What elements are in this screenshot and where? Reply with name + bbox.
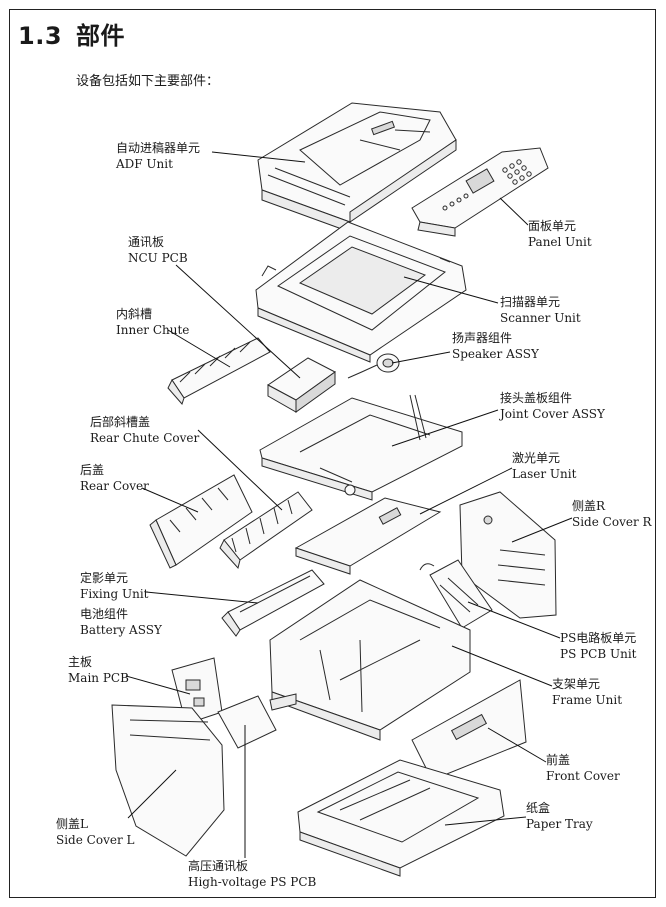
- frame-unit-drawing: [269, 579, 471, 741]
- laser-unit-drawing: [294, 497, 442, 575]
- speaker-drawing: [347, 353, 400, 379]
- ps-pcb-drawing: [419, 559, 493, 629]
- section-heading: 1.3 部件: [18, 16, 125, 51]
- leader-lines: [125, 151, 573, 858]
- fixing-unit-drawing: [221, 569, 325, 637]
- section-title: 部件: [76, 22, 126, 50]
- rear-cover-drawing: [149, 474, 253, 569]
- hv-pcb-drawing: [217, 693, 297, 749]
- ncu-pcb-drawing: [267, 357, 336, 413]
- paper-tray-drawing: [297, 759, 505, 877]
- panel-unit-drawing: [411, 147, 549, 237]
- scanner-unit-drawing: [255, 221, 467, 363]
- intro-text: 设备包括如下主要部件：: [76, 74, 220, 89]
- inner-chute-drawing: [167, 337, 271, 405]
- joint-cover-drawing: [259, 394, 463, 501]
- page-frame: [9, 9, 656, 898]
- rear-chute-cover-drawing: [219, 491, 313, 570]
- side-cover-l-drawing: [111, 704, 225, 857]
- front-cover-drawing: [411, 679, 527, 781]
- adf-unit-drawing: [257, 102, 457, 233]
- section-number: 1.3: [18, 22, 63, 50]
